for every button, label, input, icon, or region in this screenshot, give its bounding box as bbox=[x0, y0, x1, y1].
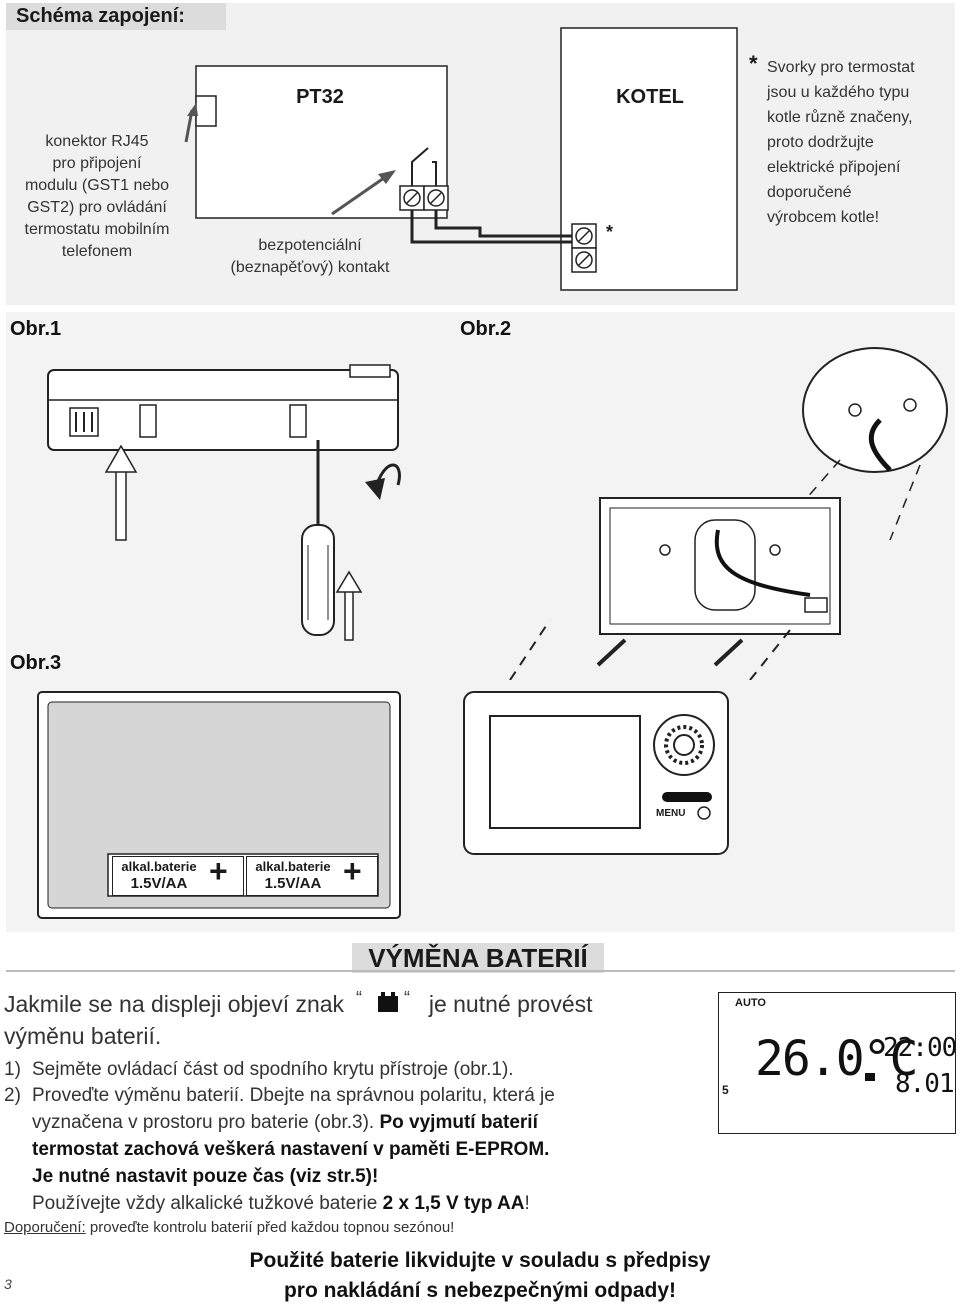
up-arrow-left bbox=[115, 469, 127, 541]
menu-label: MENU bbox=[656, 808, 686, 819]
battery-icon: “ “ bbox=[356, 988, 410, 1012]
obr1-label: Obr.1 bbox=[10, 318, 62, 340]
base-terminal bbox=[804, 597, 828, 613]
battery-1-spec: 1.5V/AA bbox=[130, 875, 188, 892]
page-number: 3 bbox=[4, 1276, 12, 1292]
kotel-label: KOTEL bbox=[616, 86, 684, 108]
lcd-display: AUTO 26.0°C 22:00 8.01 5 bbox=[718, 992, 957, 1134]
device-screen bbox=[489, 715, 641, 829]
thermostat-device bbox=[463, 691, 729, 855]
intro-text: Jakmile se na displeji objeví znak “ “ j… bbox=[4, 988, 593, 1049]
obr2-label: Obr.2 bbox=[460, 318, 512, 340]
wire-2 bbox=[434, 210, 572, 238]
recommendation: Doporučení: proveďte kontrolu baterií př… bbox=[4, 1219, 455, 1236]
battery-1-type: alkal.baterie bbox=[121, 859, 197, 874]
step-2: 2)Proveďte výměnu baterií. Dbejte na spr… bbox=[4, 1085, 555, 1214]
kotel-note: Svorky pro termostat jsou u každého typu… bbox=[767, 59, 915, 226]
lcd-mode: AUTO bbox=[735, 997, 766, 1009]
note-asterisk: * bbox=[749, 51, 758, 76]
schema-frame bbox=[6, 3, 955, 305]
contact-arrow bbox=[378, 170, 396, 184]
rj45-label: konektor RJ45 pro připojení modulu (GST1… bbox=[24, 133, 170, 260]
battery-2: alkal.baterie 1.5V/AA + bbox=[246, 853, 378, 896]
lcd-battery-icon bbox=[865, 1073, 875, 1081]
wiring-diagram bbox=[184, 27, 738, 291]
contact-label: bezpotenciální (beznapěťový) kontakt bbox=[230, 237, 390, 276]
screw-right bbox=[713, 638, 744, 667]
lcd-day: 5 bbox=[722, 1083, 729, 1097]
battery-2-type: alkal.baterie bbox=[255, 859, 331, 874]
obr1-drawing bbox=[47, 364, 401, 641]
junction-box bbox=[802, 347, 948, 473]
device-knob bbox=[653, 714, 715, 776]
schema-title: Schéma zapojení: bbox=[6, 3, 226, 30]
svg-text:“: “ bbox=[404, 990, 410, 1008]
battery-2-plus: + bbox=[343, 853, 362, 889]
lcd-temperature: 26.0°C bbox=[755, 1031, 918, 1087]
step-1: 1)Sejměte ovládací část od spodního kryt… bbox=[4, 1059, 514, 1080]
obr3-label: Obr.3 bbox=[10, 652, 62, 674]
up-arrow-right bbox=[344, 589, 354, 641]
disposal-note: Použité baterie likvidujte v souladu s p… bbox=[249, 1249, 711, 1302]
lcd-date: 8.01 bbox=[895, 1069, 955, 1099]
battery-1-plus: + bbox=[209, 853, 228, 889]
svg-text:“: “ bbox=[356, 990, 362, 1008]
wire-1 bbox=[410, 210, 572, 244]
battery-1: alkal.baterie 1.5V/AA + bbox=[112, 853, 244, 896]
rj45-arrow bbox=[187, 103, 198, 116]
screw-left bbox=[596, 638, 627, 667]
pt32-label: PT32 bbox=[296, 86, 344, 108]
section-title: VÝMĚNA BATERIÍ bbox=[352, 943, 604, 973]
rj45-connector bbox=[195, 95, 217, 127]
lcd-time: 22:00 bbox=[883, 1033, 957, 1063]
screwdriver-handle bbox=[301, 524, 335, 636]
obr2-drawing bbox=[509, 347, 948, 680]
section-rule bbox=[6, 970, 955, 972]
base-plate bbox=[599, 497, 841, 635]
battery-2-spec: 1.5V/AA bbox=[264, 875, 322, 892]
kotel-asterisk: * bbox=[606, 222, 614, 242]
